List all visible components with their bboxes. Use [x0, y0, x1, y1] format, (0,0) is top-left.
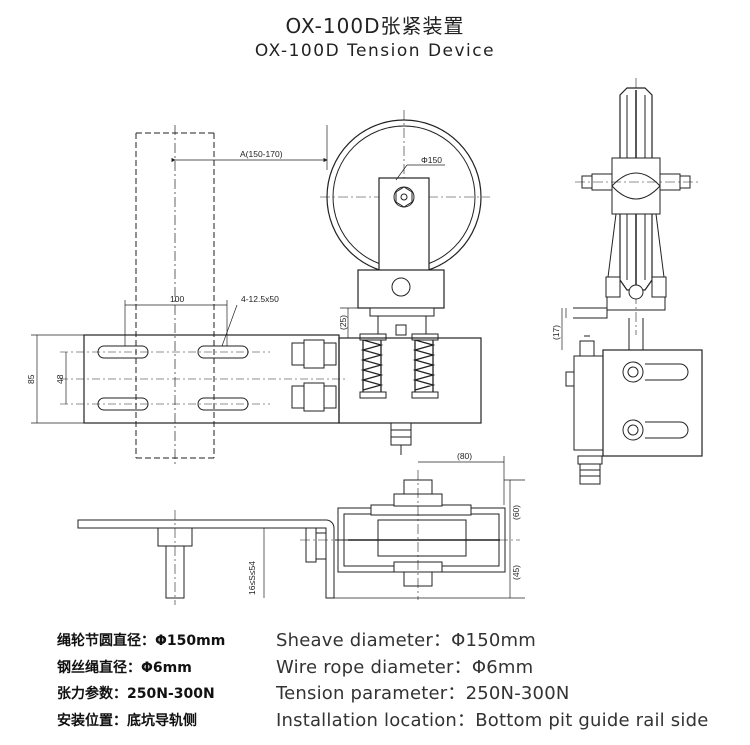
title-english: OX-100D Tension Device: [254, 41, 496, 61]
dim-s-range: 16≤S≤54: [247, 561, 257, 595]
dim-a-range: A(150-170): [240, 149, 283, 159]
spec-sheave-en: Sheave diameter：Φ150mm: [276, 630, 536, 651]
spec-row: 绳轮节圆直径：Φ150mm Sheave diameter：Φ150mm: [0, 626, 750, 652]
spec-location-en: Installation location：Bottom pit guide r…: [276, 710, 709, 731]
top-view: [77, 470, 520, 605]
spec-tension-cn: 张力参数：250N-300N: [57, 686, 215, 702]
dim-slot: 4-12.5x50: [241, 294, 279, 304]
dim-85: 85: [26, 374, 36, 384]
front-dimensions: [31, 125, 445, 424]
spec-tension-en: Tension parameter：250N-300N: [276, 683, 570, 704]
top-dimensions: [263, 456, 525, 599]
spec-location-cn: 安装位置：底坑导轨侧: [57, 713, 197, 729]
spec-rope-en: Wire rope diameter：Φ6mm: [276, 657, 534, 678]
spec-sheave-cn: 绳轮节圆直径：Φ150mm: [57, 633, 226, 649]
spec-rope-cn: 钢丝绳直径：Φ6mm: [57, 660, 192, 676]
title-chinese: OX-100D张紧装置: [285, 14, 465, 38]
front-view: [60, 110, 490, 465]
dim-sheave-dia: Φ150: [421, 155, 442, 165]
dim-60: (60): [511, 505, 521, 520]
dim-80: (80): [457, 451, 472, 461]
dim-48: 48: [55, 374, 65, 384]
spec-row: 安装位置：底坑导轨侧 Installation location：Bottom …: [0, 706, 750, 732]
side-view: [565, 78, 703, 485]
spec-row: 张力参数：250N-300N Tension parameter：250N-30…: [0, 679, 750, 705]
dim-100: 100: [170, 294, 184, 304]
dim-45: (45): [511, 565, 521, 580]
spec-row: 钢丝绳直径：Φ6mm Wire rope diameter：Φ6mm: [0, 653, 750, 679]
technical-drawing: A(150-170) Φ150 4-12.5x50 100 (25) 85 48: [26, 78, 703, 605]
dim-25: (25): [338, 315, 348, 330]
dim-17: (17): [551, 325, 561, 340]
